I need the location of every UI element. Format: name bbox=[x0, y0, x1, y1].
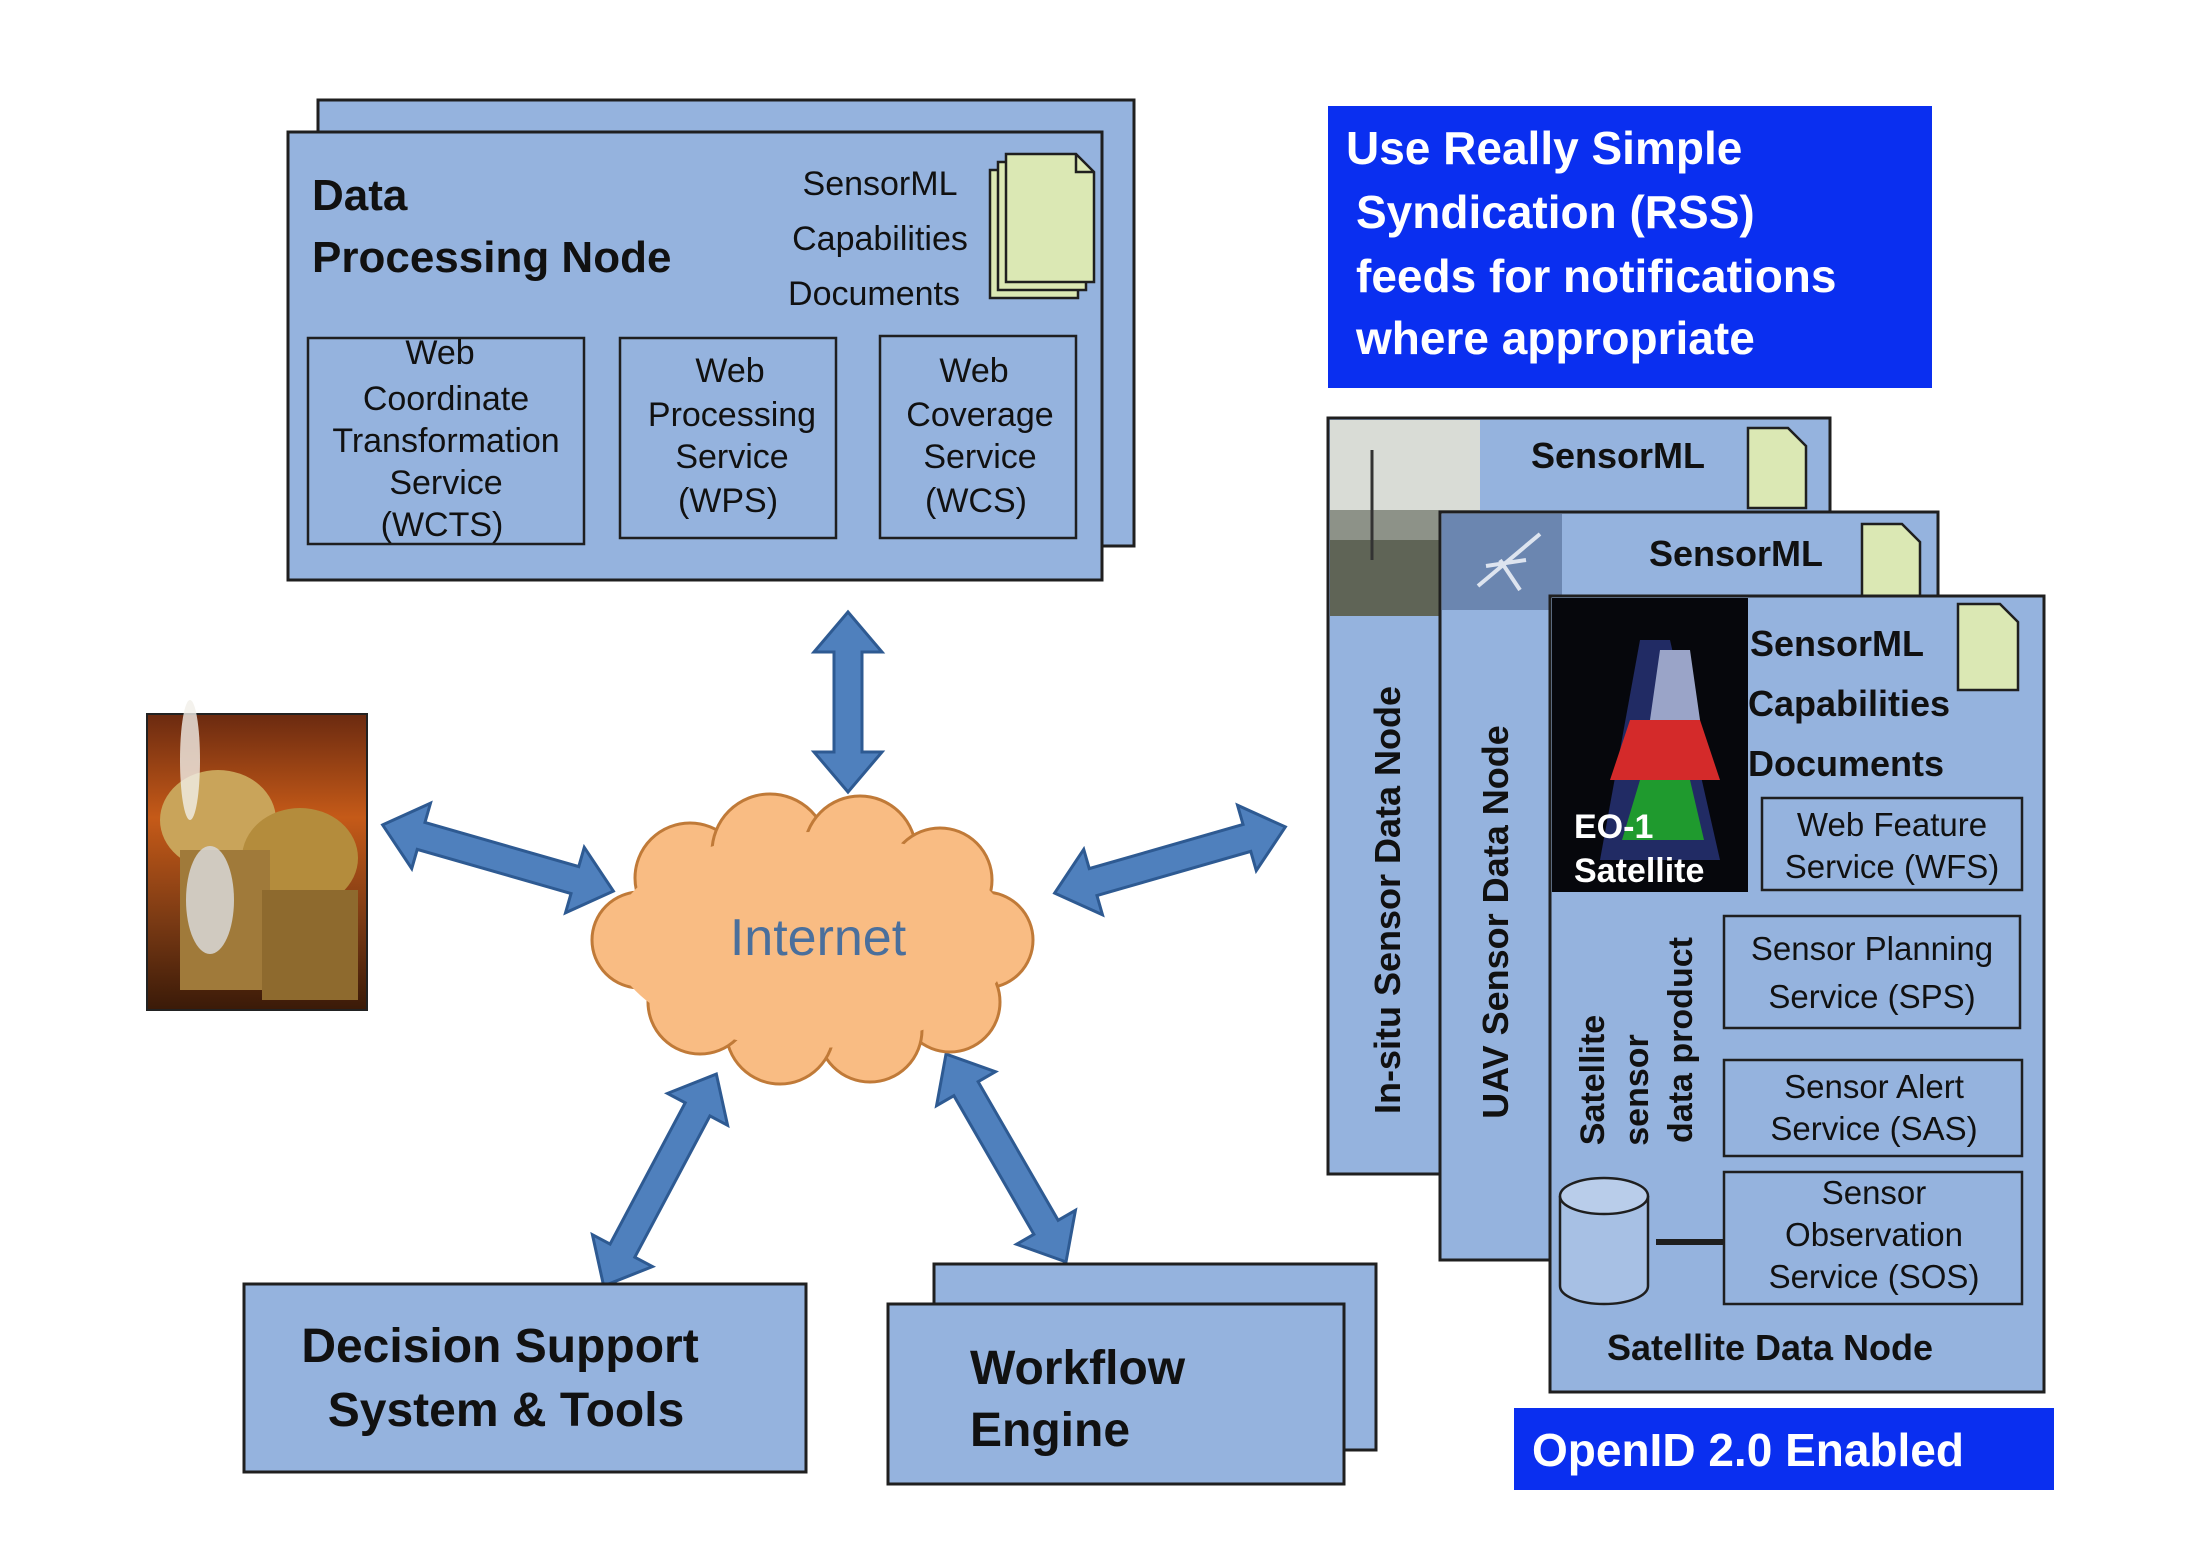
wps-line4: (WPS) bbox=[678, 482, 778, 520]
dpn-document-icon bbox=[988, 152, 1096, 300]
wps-line3: Service bbox=[675, 438, 788, 476]
sos-line2: Observation bbox=[1785, 1216, 1963, 1253]
openid-badge: OpenID 2.0 Enabled bbox=[1514, 1408, 2054, 1490]
wcs-line1: Web bbox=[939, 352, 1008, 390]
dpn-title-line1: Data bbox=[312, 171, 408, 220]
dpn-doc-label-line1: SensorML bbox=[803, 165, 958, 203]
sat-product-line1: Satellite bbox=[1574, 1015, 1612, 1145]
eo1-label-line2: Satellite bbox=[1574, 852, 1704, 890]
sas-line2: Service (SAS) bbox=[1770, 1110, 1977, 1147]
rss-note-box bbox=[1328, 106, 1932, 388]
decision-support-line2: System & Tools bbox=[328, 1384, 685, 1437]
wcs-box bbox=[878, 334, 1078, 540]
eo1-label-line1: EO-1 bbox=[1574, 808, 1653, 846]
sat-product-line3: data product bbox=[1662, 937, 1700, 1143]
workflow-engine-box: Workflow Engine bbox=[886, 1262, 1378, 1486]
wcts-line1: Web bbox=[405, 334, 474, 372]
decision-support-panel bbox=[242, 1282, 808, 1474]
arrow-dpn-internet bbox=[810, 609, 886, 795]
arrow-firefighters-internet bbox=[380, 800, 616, 916]
sat-product-line2: sensor bbox=[1618, 1034, 1656, 1146]
wcs-line4: (WCS) bbox=[925, 482, 1027, 520]
arrow-workflow-internet bbox=[934, 1052, 1078, 1264]
wcts-box bbox=[306, 336, 586, 546]
dpn-doc-label-line3: Documents bbox=[788, 275, 960, 313]
openid-badge-box bbox=[1514, 1408, 2054, 1490]
sas-line1: Sensor Alert bbox=[1784, 1068, 1964, 1105]
wcts-line5: (WCTS) bbox=[381, 506, 504, 544]
sos-box bbox=[1722, 1170, 2024, 1306]
eo1-satellite-image: EO-1 Satellite bbox=[1552, 598, 1748, 892]
insitu-doc-label: SensorML bbox=[1531, 435, 1705, 476]
firefighters-image bbox=[146, 700, 368, 1011]
sos-line3: Service (SOS) bbox=[1769, 1258, 1980, 1295]
service-wcs: Web Coverage Service (WCS) bbox=[878, 334, 1078, 540]
data-processing-node: Data Processing Node SensorML Capabiliti… bbox=[286, 98, 1136, 582]
sas-box bbox=[1722, 1058, 2024, 1158]
dpn-title-line2: Processing Node bbox=[312, 233, 671, 282]
uav-plane-icon bbox=[1476, 532, 1542, 592]
cloud-core bbox=[612, 832, 1012, 1048]
sat-doc-line1: SensorML bbox=[1750, 623, 1924, 664]
rss-line2: Syndication (RSS) bbox=[1356, 186, 1755, 238]
wcts-line2: Coordinate bbox=[363, 380, 529, 418]
service-wcts: Web Coordinate Transformation Service (W… bbox=[306, 334, 586, 546]
sos-line1: Sensor bbox=[1822, 1174, 1927, 1211]
uav-doc-label: SensorML bbox=[1649, 533, 1823, 574]
wps-line1: Web bbox=[695, 352, 764, 390]
wfs-line2: Service (WFS) bbox=[1785, 848, 2000, 885]
uav-label: UAV Sensor Data Node bbox=[1475, 725, 1516, 1118]
rss-line4: where appropriate bbox=[1355, 312, 1755, 364]
wcts-line3: Transformation bbox=[332, 422, 559, 460]
wcs-line3: Service bbox=[923, 438, 1036, 476]
wps-box bbox=[618, 336, 838, 540]
arrow-decision-internet bbox=[590, 1072, 730, 1288]
database-icon bbox=[1558, 1176, 1650, 1306]
sat-doc-line2: Capabilities bbox=[1748, 683, 1950, 724]
satellite-document-icon bbox=[1956, 602, 2020, 692]
workflow-engine-line1: Workflow bbox=[970, 1342, 1186, 1395]
wfs-box bbox=[1760, 796, 2024, 892]
uav-document-icon bbox=[1860, 522, 1922, 602]
internet-cloud: Internet bbox=[590, 792, 1035, 1086]
insitu-label: In-situ Sensor Data Node bbox=[1367, 686, 1408, 1114]
insitu-document-icon bbox=[1746, 426, 1808, 510]
rss-line1: Use Really Simple bbox=[1346, 122, 1742, 174]
wfs-line1: Web Feature bbox=[1797, 806, 1987, 843]
workflow-engine-panel bbox=[886, 1302, 1346, 1486]
rss-line3: feeds for notifications bbox=[1356, 250, 1836, 302]
wcts-line4: Service bbox=[389, 464, 502, 502]
workflow-engine-line2: Engine bbox=[970, 1404, 1130, 1457]
service-wps: Web Processing Service (WPS) bbox=[618, 336, 838, 540]
decision-support-line1: Decision Support bbox=[301, 1320, 698, 1373]
rss-note: Use Really Simple Syndication (RSS) feed… bbox=[1328, 106, 1932, 388]
sps-line1: Sensor Planning bbox=[1751, 930, 1993, 967]
arrows bbox=[380, 609, 1288, 1288]
wps-line2: Processing bbox=[648, 396, 816, 434]
sps-line2: Service (SPS) bbox=[1768, 978, 1975, 1015]
sps-box bbox=[1722, 914, 2022, 1030]
sat-doc-line3: Documents bbox=[1748, 743, 1944, 784]
internet-label: Internet bbox=[730, 909, 907, 967]
satellite-sensor-node: EO-1 Satellite SensorML Capabilities Doc… bbox=[1548, 594, 2046, 1394]
wcs-line2: Coverage bbox=[906, 396, 1053, 434]
satellite-node-footer: Satellite Data Node bbox=[1607, 1327, 1933, 1368]
openid-label: OpenID 2.0 Enabled bbox=[1532, 1424, 1964, 1476]
decision-support-box: Decision Support System & Tools bbox=[242, 1282, 808, 1474]
arrow-sensors-internet bbox=[1052, 802, 1288, 918]
dpn-doc-label-line2: Capabilities bbox=[792, 220, 968, 258]
